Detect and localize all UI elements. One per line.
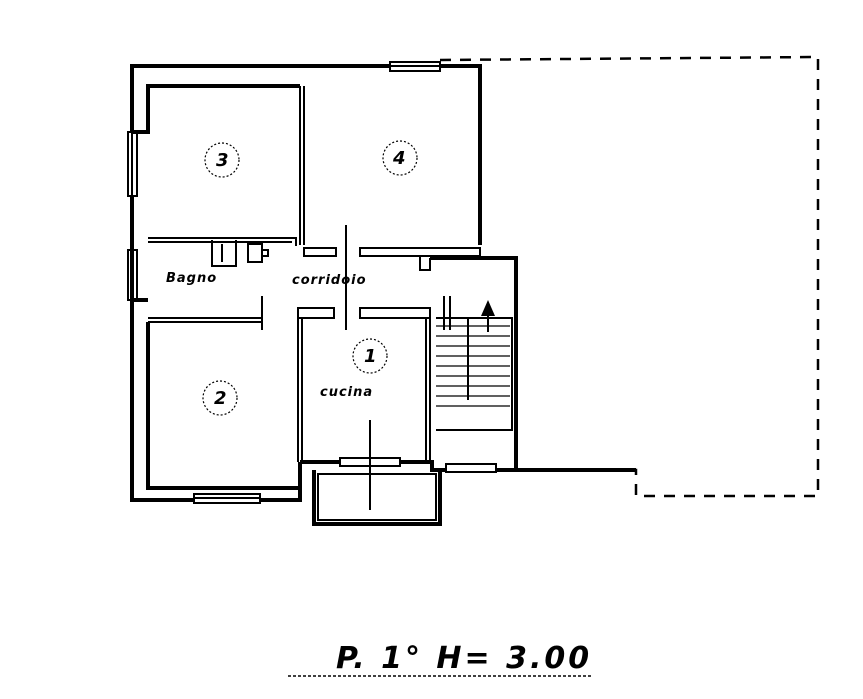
staircase: [436, 296, 513, 431]
room-4-marker: [382, 140, 418, 176]
corridor-label: corridoio: [292, 273, 367, 288]
stair-treads: [436, 325, 510, 407]
kitchen-label: cucina: [320, 385, 373, 400]
room-1-marker: [352, 338, 388, 374]
interior-walls: [148, 86, 481, 462]
balcony: [312, 420, 442, 526]
exterior-walls: [130, 64, 636, 502]
bathroom-label: Bagno: [166, 271, 217, 286]
room-2-marker: [202, 380, 238, 416]
room-1-number: 1: [364, 346, 377, 367]
windows: [127, 61, 497, 504]
stair-direction-arrow-icon: [481, 300, 495, 316]
bathroom-fixtures: [211, 240, 269, 267]
room-2-number: 2: [214, 388, 227, 409]
room-3-number: 3: [216, 150, 229, 171]
room-3-marker: [204, 142, 240, 178]
room-4-number: 4: [392, 148, 406, 169]
floor-caption: P. 1° H= 3.00: [336, 641, 592, 676]
